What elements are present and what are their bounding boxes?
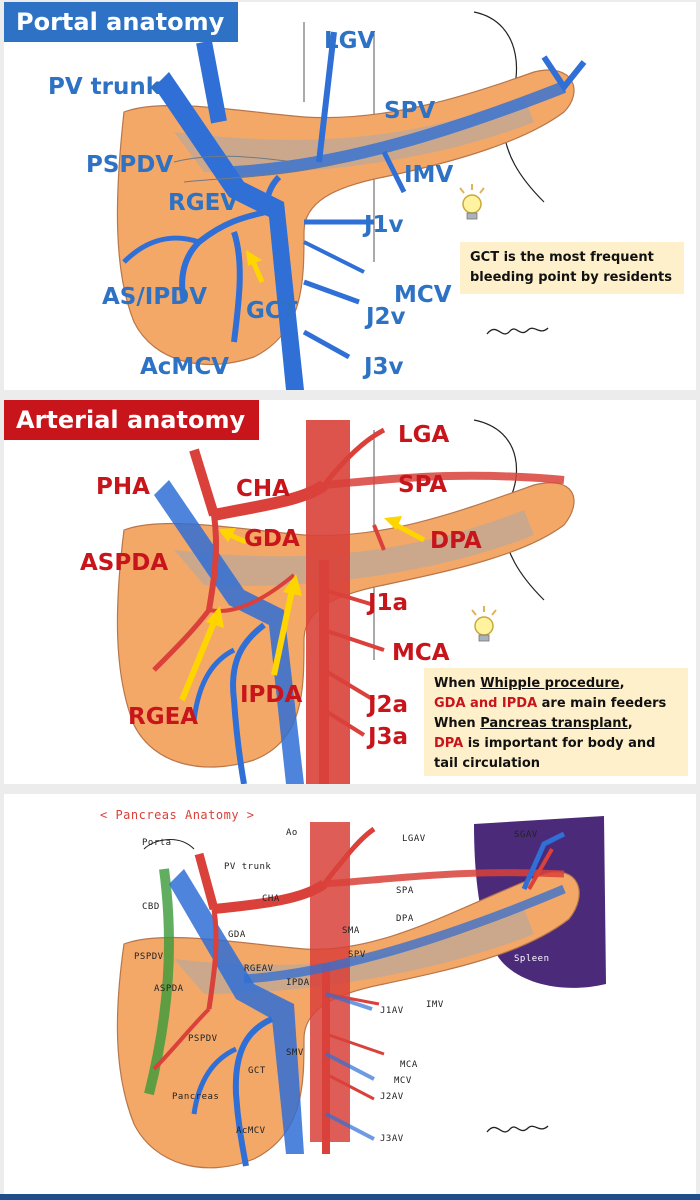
label-ipda: IPDA — [240, 682, 303, 708]
arterial-note-line4: DPA is important for body and — [434, 736, 656, 751]
portal-note-line1: GCT is the most frequent — [470, 250, 654, 265]
label-rgev: RGEV — [168, 190, 239, 216]
label-gda-sketch: GDA — [228, 930, 246, 940]
label-aspda: ASPDA — [80, 550, 169, 576]
label-aspda-sketch: ASPDA — [154, 984, 184, 994]
label-cha: CHA — [236, 476, 290, 502]
portal-anatomy-illustration — [116, 11, 587, 390]
label-lgv: LGV — [324, 28, 376, 54]
label-mca-sketch: MCA — [400, 1060, 418, 1070]
label-imv: IMV — [404, 162, 454, 188]
label-j2av: J2AV — [380, 1092, 404, 1102]
label-pv-trunk-sketch: PV trunk — [224, 862, 272, 872]
label-gct-sketch: GCT — [248, 1066, 266, 1076]
portal-anatomy-title: Portal anatomy — [4, 2, 239, 42]
pancreas-shape — [116, 871, 580, 1169]
label-pspdv: PSPDV — [86, 152, 174, 178]
label-gct: GCT — [246, 298, 298, 324]
label-acmcv-sketch: AcMCV — [236, 1126, 266, 1136]
pancreas-anatomy-illustration — [116, 816, 606, 1169]
label-imv-sketch: IMV — [426, 1000, 444, 1010]
label-spa-sketch: SPA — [396, 886, 414, 896]
arterial-note-line1: When Whipple procedure, — [434, 676, 625, 691]
label-as-ipdv: AS/IPDV — [102, 284, 208, 310]
label-cbd: CBD — [142, 902, 160, 912]
label-j3a: J3a — [368, 724, 409, 750]
label-lgav: LGAV — [402, 834, 426, 844]
arterial-anatomy-panel: Arterial anatomy — [4, 400, 696, 784]
label-spa: SPA — [398, 472, 448, 498]
label-pancreas: Pancreas — [172, 1092, 220, 1102]
label-acmcv: AcMCV — [140, 354, 230, 380]
label-gda: GDA — [244, 526, 300, 552]
pancreas-anatomy-title: < Pancreas Anatomy > — [100, 808, 255, 822]
label-j2v: J2v — [366, 304, 406, 330]
portal-note-line2: bleeding point by residents — [470, 270, 672, 285]
label-pspdv2-sketch: PSPDV — [188, 1034, 218, 1044]
label-pha: PHA — [96, 474, 150, 500]
arterial-note-line2: GDA and IPDA are main feeders — [434, 696, 667, 711]
label-j1av: J1AV — [380, 1006, 404, 1016]
label-mca: MCA — [392, 640, 450, 666]
label-spv-sketch: SPV — [348, 950, 366, 960]
label-j3av: J3AV — [380, 1134, 404, 1144]
label-pspdv-sketch: PSPDV — [134, 952, 164, 962]
label-rgeav: RGEAV — [244, 964, 274, 974]
label-spleen: Spleen — [514, 954, 550, 964]
label-j1a: J1a — [368, 590, 409, 616]
label-ao: Ao — [286, 828, 298, 838]
label-smv-sketch: SMV — [286, 1048, 304, 1058]
pancreas-anatomy-panel: < Pancreas Anatomy > — [4, 794, 696, 1194]
portal-anatomy-panel: Portal anatomy LGV — [4, 2, 696, 390]
lightbulb-icon — [459, 184, 485, 220]
label-sgav: SGAV — [514, 830, 538, 840]
label-pv-trunk: PV trunk — [48, 74, 162, 100]
bottom-bar — [0, 1194, 700, 1200]
arterial-anatomy-title: Arterial anatomy — [4, 400, 260, 440]
label-rgea: RGEA — [128, 704, 199, 730]
arterial-note-line5: tail circulation — [434, 756, 541, 771]
label-lga: LGA — [398, 422, 450, 448]
label-mcv: MCV — [394, 282, 452, 308]
portal-note: GCT is the most frequent bleeding point … — [460, 242, 684, 294]
lightbulb-icon — [471, 606, 497, 642]
label-mcv-sketch: MCV — [394, 1076, 412, 1086]
label-j1v: J1v — [364, 212, 404, 238]
arterial-note: When Whipple procedure, GDA and IPDA are… — [424, 668, 688, 776]
label-j3v: J3v — [364, 354, 404, 380]
label-ipda-sketch: IPDA — [286, 978, 310, 988]
label-spv: SPV — [384, 98, 436, 124]
label-sma-sketch: SMA — [342, 926, 360, 936]
arterial-anatomy-illustration — [116, 419, 575, 784]
signature-image — [486, 327, 549, 335]
label-dpa-sketch: DPA — [396, 914, 414, 924]
label-porta: Porta — [142, 838, 172, 848]
label-j2a: J2a — [368, 692, 409, 718]
pancreas-shape — [116, 69, 575, 366]
signature-image — [486, 1125, 549, 1133]
label-dpa: DPA — [430, 528, 482, 554]
arterial-note-line3: When Pancreas transplant, — [434, 716, 633, 731]
label-cha-sketch: CHA — [262, 894, 280, 904]
